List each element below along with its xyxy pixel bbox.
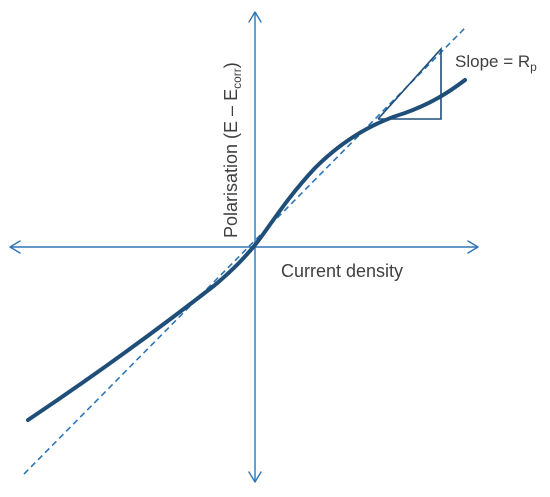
slope-triangle	[377, 46, 442, 120]
x-axis-arrow-left	[9, 240, 21, 254]
slope-label: Slope = Rp	[455, 52, 537, 74]
slope-label-subscript: p	[530, 60, 537, 74]
x-axis-arrow-right	[467, 240, 479, 254]
y-axis-label-subscript: corr	[230, 68, 244, 89]
tangent-line	[23, 27, 466, 475]
y-axis-label-suffix: )	[221, 62, 241, 68]
polarisation-curve	[26, 78, 467, 422]
x-axis-label: Current density	[281, 261, 403, 281]
y-axis-arrow-down	[248, 471, 262, 483]
y-axis-arrow-up	[248, 11, 262, 23]
y-axis-label: Polarisation (E – Ecorr)	[221, 62, 244, 238]
